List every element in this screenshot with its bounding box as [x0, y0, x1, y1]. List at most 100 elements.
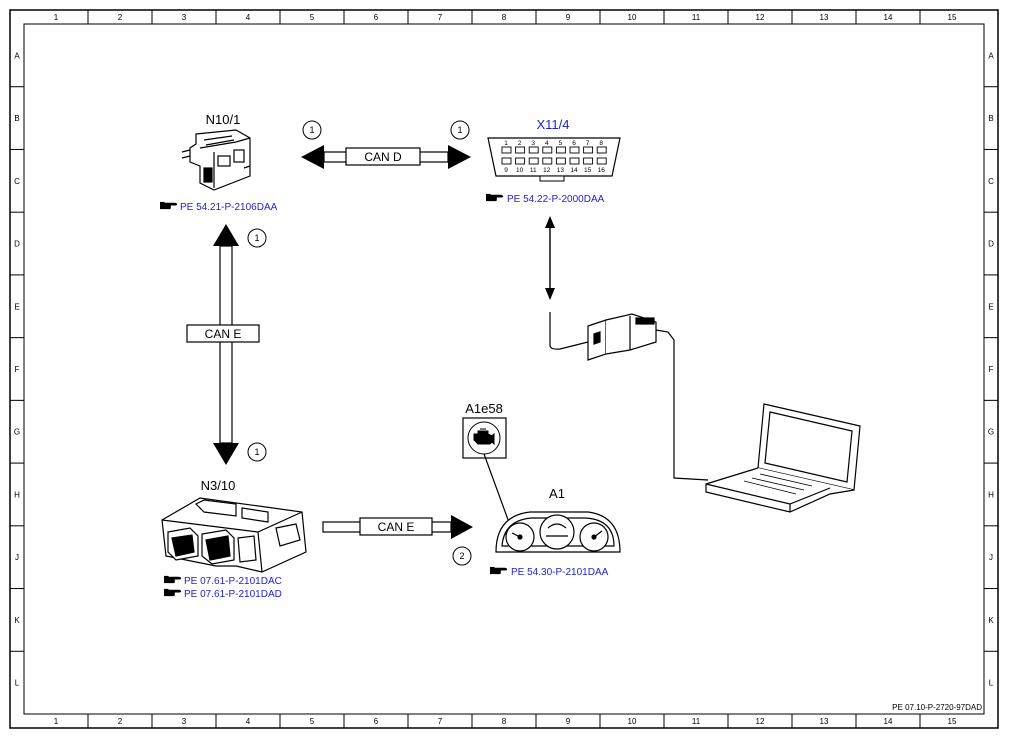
n3-10-ref1-hand-pointer-icon	[164, 575, 182, 584]
n3-10-ecu-icon	[161, 497, 307, 573]
column-label-bottom: 9	[566, 717, 571, 726]
obd-pin	[542, 146, 553, 154]
column-label-top: 12	[756, 13, 765, 22]
column-label-bottom: 6	[374, 717, 379, 726]
can-e-horizontal-marker-number: 2	[459, 551, 464, 561]
a1e58-component: A1e58	[462, 401, 515, 537]
can-d-label-box	[345, 147, 421, 166]
can-d-left-marker	[302, 120, 322, 140]
can-e-horizontal-marker	[452, 546, 472, 566]
column-label-top: 2	[118, 13, 123, 22]
row-label-left: G	[14, 428, 20, 437]
n10-1-ref-hand-pointer-icon	[160, 201, 178, 210]
row-label-left: F	[15, 365, 20, 374]
column-label-top: 11	[692, 13, 701, 22]
column-label-top: 13	[820, 13, 829, 22]
can-e-bottom-marker-number: 1	[254, 447, 259, 457]
obd-pin	[569, 157, 580, 165]
can-d-bus: CAN D 1 1	[301, 120, 471, 169]
column-label-bottom: 1	[54, 717, 59, 726]
n3-10-component: N3/10 PE 07.61-P-2101DAC PE 07.61-P-2101…	[161, 478, 307, 600]
column-label-top: 4	[246, 13, 251, 22]
a1-component: A1 PE 54.30-P-2101DAA	[490, 486, 621, 578]
can-d-right-marker-number: 1	[457, 125, 462, 135]
row-label-right: K	[988, 616, 994, 625]
n10-1-connector-icon	[181, 129, 251, 191]
x11-4-reference-link[interactable]: PE 54.22-P-2000DAA	[507, 194, 605, 205]
obd-pin	[555, 157, 566, 165]
laptop-icon	[705, 403, 861, 513]
column-label-bottom: 10	[628, 717, 637, 726]
can-e-horizontal-label: CAN E	[378, 520, 415, 534]
column-label-top: 6	[374, 13, 379, 22]
can-e-top-marker-number: 1	[254, 233, 259, 243]
can-d-left-marker-number: 1	[309, 125, 314, 135]
obd-pin	[501, 157, 512, 165]
column-label-bottom: 4	[246, 717, 251, 726]
row-label-right: H	[988, 490, 994, 499]
row-label-right: C	[988, 177, 994, 186]
row-label-left: C	[14, 177, 20, 186]
obd-pin-label: 5	[559, 140, 563, 147]
column-label-bottom: 11	[692, 717, 701, 726]
obd-pin-label: 2	[518, 140, 522, 147]
obd-pin-label: 9	[504, 167, 508, 174]
obd-pin-label: 14	[570, 167, 578, 174]
can-e-vertical-label: CAN E	[205, 327, 242, 341]
x11-4-label: X11/4	[536, 117, 569, 132]
column-label-top: 7	[438, 13, 443, 22]
row-label-right: A	[988, 51, 994, 60]
column-label-bottom: 2	[118, 717, 123, 726]
obd-pin-label: 6	[572, 140, 576, 147]
column-label-top: 14	[884, 13, 893, 22]
column-label-top: 5	[310, 13, 315, 22]
can-e-top-marker	[247, 228, 267, 248]
n10-1-label: N10/1	[206, 112, 241, 127]
row-label-left: E	[14, 302, 19, 311]
n3-10-reference-link-2[interactable]: PE 07.61-P-2101DAD	[184, 589, 282, 600]
a1e58-label: A1e58	[465, 401, 503, 416]
obd-pin	[501, 146, 512, 154]
obd-pin-label: 10	[516, 167, 524, 174]
row-label-right: J	[989, 553, 993, 562]
row-label-right: D	[988, 240, 994, 249]
obd-pin-label: 12	[543, 167, 551, 174]
obd-pin	[569, 146, 580, 154]
obd-pin	[555, 146, 566, 154]
a1-reference-link[interactable]: PE 54.30-P-2101DAA	[511, 567, 609, 578]
obd-pin-label: 4	[545, 140, 549, 147]
row-label-left: K	[14, 616, 20, 625]
column-label-top: 8	[502, 13, 507, 22]
obd-pin-label: 1	[504, 140, 508, 147]
a1-ref-hand-pointer-icon	[490, 566, 508, 575]
column-label-top: 1	[54, 13, 59, 22]
check-engine-icon	[473, 428, 495, 446]
instrument-cluster-icon	[495, 511, 621, 553]
n3-10-reference-link-1[interactable]: PE 07.61-P-2101DAC	[184, 576, 282, 587]
column-label-bottom: 15	[948, 717, 957, 726]
can-e-bottom-marker	[247, 442, 267, 462]
column-label-bottom: 5	[310, 717, 315, 726]
row-label-left: L	[15, 679, 20, 688]
obd-pin-label: 8	[599, 140, 603, 147]
column-label-bottom: 14	[884, 717, 893, 726]
column-label-bottom: 13	[820, 717, 829, 726]
can-e-horizontal-label-box	[359, 517, 433, 536]
row-label-left: B	[14, 114, 19, 123]
document-id: PE 07.10-P-2720-97DAD	[892, 703, 982, 712]
obd-pin	[583, 157, 594, 165]
n10-1-component: N10/1 PE 54.21-P-2106DAA	[160, 112, 278, 213]
can-e-horizontal-bus: CAN E 2	[322, 515, 473, 566]
obd-pin	[528, 157, 539, 165]
n10-1-reference-link[interactable]: PE 54.21-P-2106DAA	[180, 202, 278, 213]
row-label-left: D	[14, 240, 20, 249]
column-label-bottom: 8	[502, 717, 507, 726]
can-e-vertical-label-box	[186, 324, 260, 343]
obd-pin	[515, 157, 526, 165]
column-label-bottom: 3	[182, 717, 187, 726]
obd-pin	[542, 157, 553, 165]
row-label-right: L	[989, 679, 994, 688]
